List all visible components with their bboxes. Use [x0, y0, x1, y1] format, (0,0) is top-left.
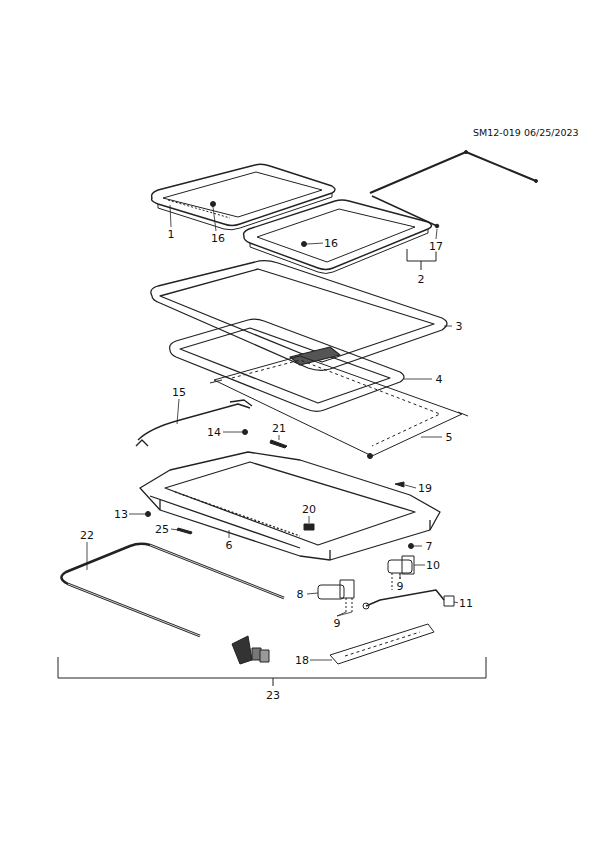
callout-number: 25: [154, 524, 170, 535]
callout-number: 8: [296, 589, 305, 600]
sunroof-frame: [140, 452, 440, 560]
glass-frame: [170, 319, 404, 411]
callout-number: 4: [435, 374, 444, 385]
callout-number: 18: [294, 655, 310, 666]
callout-number: 23: [265, 690, 281, 701]
parts-bag: [232, 636, 269, 664]
callout-number: 2: [417, 274, 426, 285]
small-parts: [146, 430, 414, 549]
callout-number: 3: [455, 321, 464, 332]
callout-number: 6: [225, 540, 234, 551]
leader-lines: [87, 205, 459, 660]
callout-number: 9: [333, 618, 342, 629]
drawing-number: SM12-019 06/25/2023: [472, 128, 580, 138]
drive-cable: [370, 151, 538, 228]
callout-number: 16: [210, 233, 226, 244]
callout-number: 13: [113, 509, 129, 520]
callout-number: 17: [428, 241, 444, 252]
glass-seal: [151, 261, 447, 371]
group-bracket: [407, 249, 436, 270]
callout-number: 19: [417, 483, 433, 494]
callout-number: 1: [167, 229, 176, 240]
motors: [318, 556, 454, 612]
callout-number: 5: [445, 432, 454, 443]
callout-number: 16: [323, 238, 339, 249]
callout-number: 9: [396, 581, 405, 592]
callout-number: 22: [79, 530, 95, 541]
cover-plate: [330, 624, 434, 664]
wind-deflector: [136, 400, 252, 446]
callout-number: 11: [458, 598, 474, 609]
callout-number: 10: [425, 560, 441, 571]
callout-number: 7: [425, 541, 434, 552]
callout-number: 20: [301, 504, 317, 515]
drain-hose: [61, 544, 284, 636]
group-bracket: [58, 657, 486, 686]
callout-number: 14: [206, 427, 222, 438]
callout-number: 15: [171, 387, 187, 398]
callout-number: 21: [271, 423, 287, 434]
